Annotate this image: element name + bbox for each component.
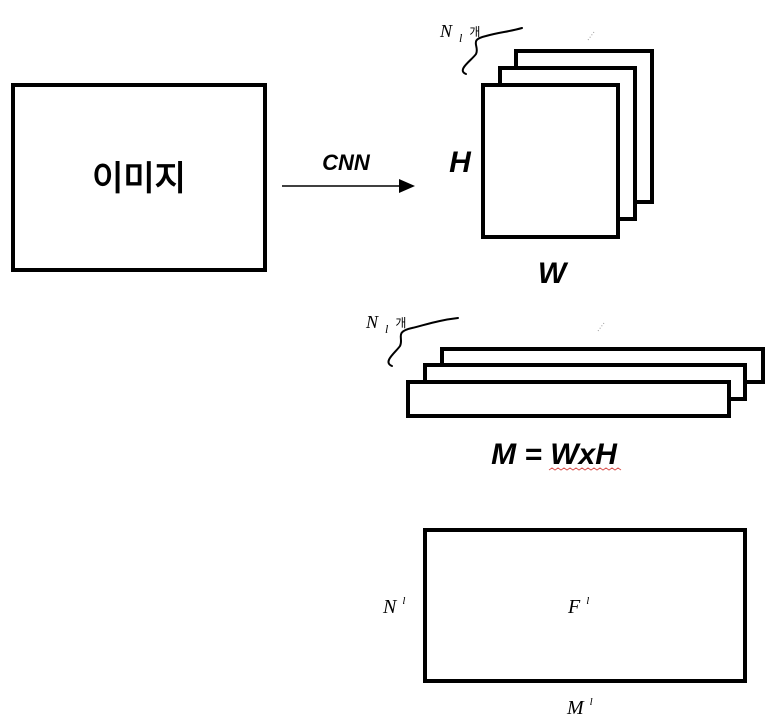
matrix-row-symbol: N — [382, 596, 398, 618]
feature-stack-dots — [587, 31, 595, 41]
feature-count-brace — [461, 27, 523, 75]
feature-map-front — [481, 83, 620, 239]
matrix-center-symbol: F — [567, 596, 581, 618]
arrow-label: CNN — [322, 150, 371, 175]
matrix-frame — [423, 528, 747, 683]
flat-map-front — [406, 380, 731, 418]
matrix-row-superscript: l — [402, 595, 405, 607]
image-box-label: 이미지 — [92, 159, 186, 199]
equation-label: M = WxH — [491, 438, 618, 471]
matrix-center-superscript: l — [586, 595, 589, 607]
arrow-head-icon — [399, 179, 415, 193]
flat-stack-dots — [597, 322, 605, 332]
flat-count-unit: 개 — [395, 316, 406, 330]
flat-count-symbol: N — [365, 312, 379, 332]
matrix-col-superscript: l — [590, 696, 593, 708]
flat-count-brace — [387, 317, 459, 367]
feature-map-stack: H W N l 개 — [439, 21, 654, 290]
feature-matrix: F l N l M l — [382, 528, 747, 719]
feature-count-unit: 개 — [469, 25, 480, 39]
cnn-arrow: CNN — [282, 150, 415, 193]
flattened-stack: N l 개 M = WxH — [365, 312, 765, 471]
feature-count-label: N l 개 — [439, 21, 480, 46]
matrix-col-symbol: M — [566, 697, 585, 719]
matrix-col-label: M l — [566, 696, 593, 719]
feature-count-symbol: N — [439, 21, 453, 41]
image-box-frame — [11, 83, 267, 272]
flat-count-label: N l 개 — [365, 312, 406, 337]
width-label: W — [538, 257, 569, 290]
feature-count-subscript: l — [459, 31, 463, 45]
spellcheck-squiggle — [548, 467, 622, 471]
flat-count-subscript: l — [385, 322, 389, 336]
height-label: H — [449, 146, 472, 179]
image-box: 이미지 — [11, 83, 267, 272]
matrix-row-label: N l — [382, 595, 405, 618]
matrix-center-label: F l — [567, 595, 589, 618]
